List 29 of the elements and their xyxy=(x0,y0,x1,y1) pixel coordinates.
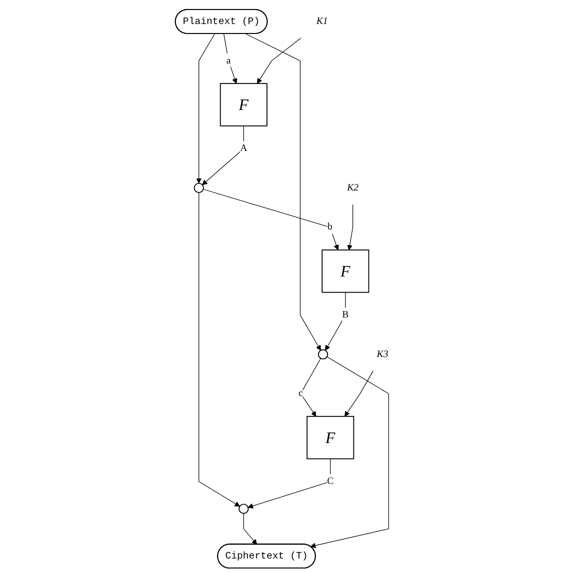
node-box: F xyxy=(220,83,268,126)
edge-label: c xyxy=(298,388,303,399)
arrow xyxy=(310,356,389,548)
arrow xyxy=(245,33,321,351)
node-circle xyxy=(194,182,204,193)
arrow xyxy=(325,292,346,351)
node-circle xyxy=(318,349,328,360)
node-circle xyxy=(238,504,249,514)
node-text: K3 xyxy=(376,348,388,360)
arrow xyxy=(300,358,322,417)
arrow xyxy=(202,126,244,186)
edge-label: A xyxy=(240,143,248,154)
arrow xyxy=(196,33,216,184)
arrow xyxy=(344,370,374,417)
arrow xyxy=(223,33,238,84)
arrow xyxy=(347,204,354,250)
edge-label: b xyxy=(328,222,332,232)
arrow xyxy=(256,38,302,84)
arrow xyxy=(202,188,339,250)
node-box: F xyxy=(306,416,354,460)
edge-label: a xyxy=(226,55,231,66)
node-text: K1 xyxy=(316,16,328,26)
node-text: K2 xyxy=(347,182,359,193)
arrow xyxy=(198,192,240,507)
edge-label: B xyxy=(342,310,349,320)
arrow xyxy=(248,458,331,509)
node-box: F xyxy=(322,250,370,293)
edge-label: C xyxy=(327,476,334,486)
arrow xyxy=(243,513,258,545)
